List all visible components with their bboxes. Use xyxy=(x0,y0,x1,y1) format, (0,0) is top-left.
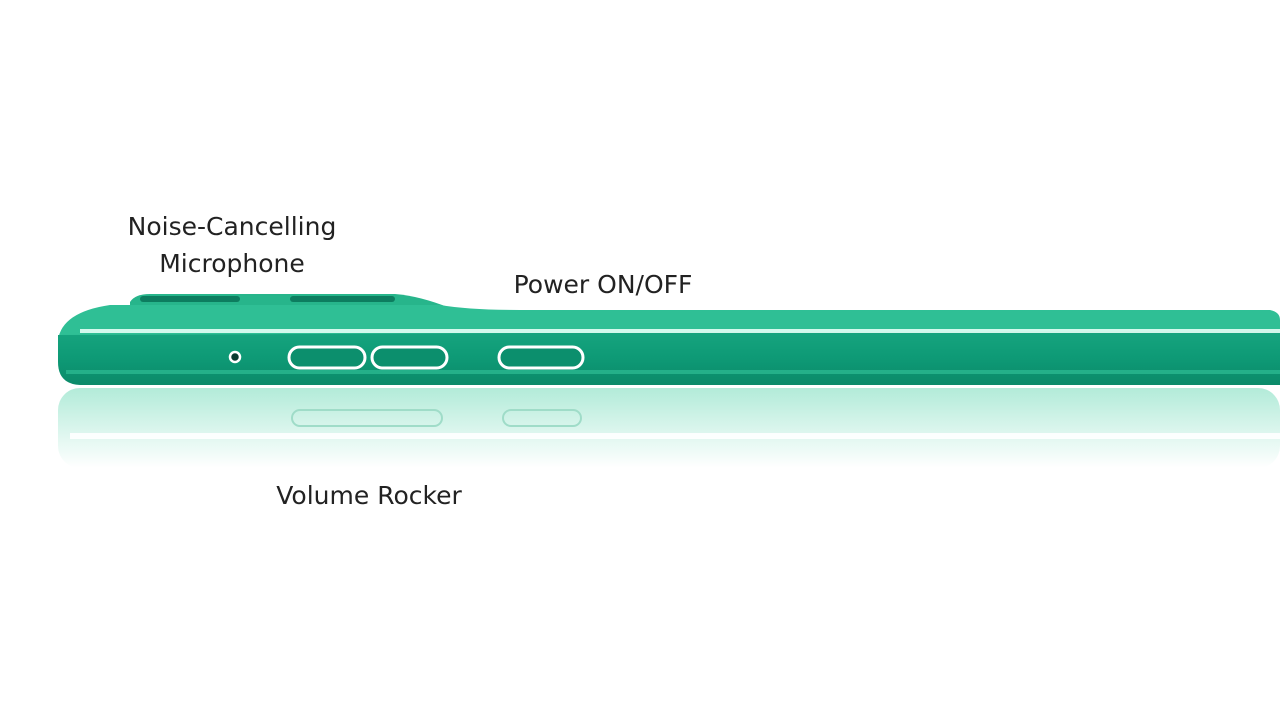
microphone-label-line2: Microphone xyxy=(159,249,305,278)
volume-label: Volume Rocker xyxy=(276,481,462,510)
microphone-label-line1: Noise-Cancelling xyxy=(127,212,337,241)
phone-body xyxy=(58,330,1280,385)
microphone-hole xyxy=(228,350,242,364)
volume-down-button xyxy=(370,345,449,370)
microphone-label: Noise-Cancelling Microphone xyxy=(92,208,372,282)
power-label: Power ON/OFF xyxy=(513,270,693,299)
volume-up-button xyxy=(287,345,367,370)
power-button xyxy=(497,345,585,370)
phone-reflection xyxy=(58,388,1280,468)
